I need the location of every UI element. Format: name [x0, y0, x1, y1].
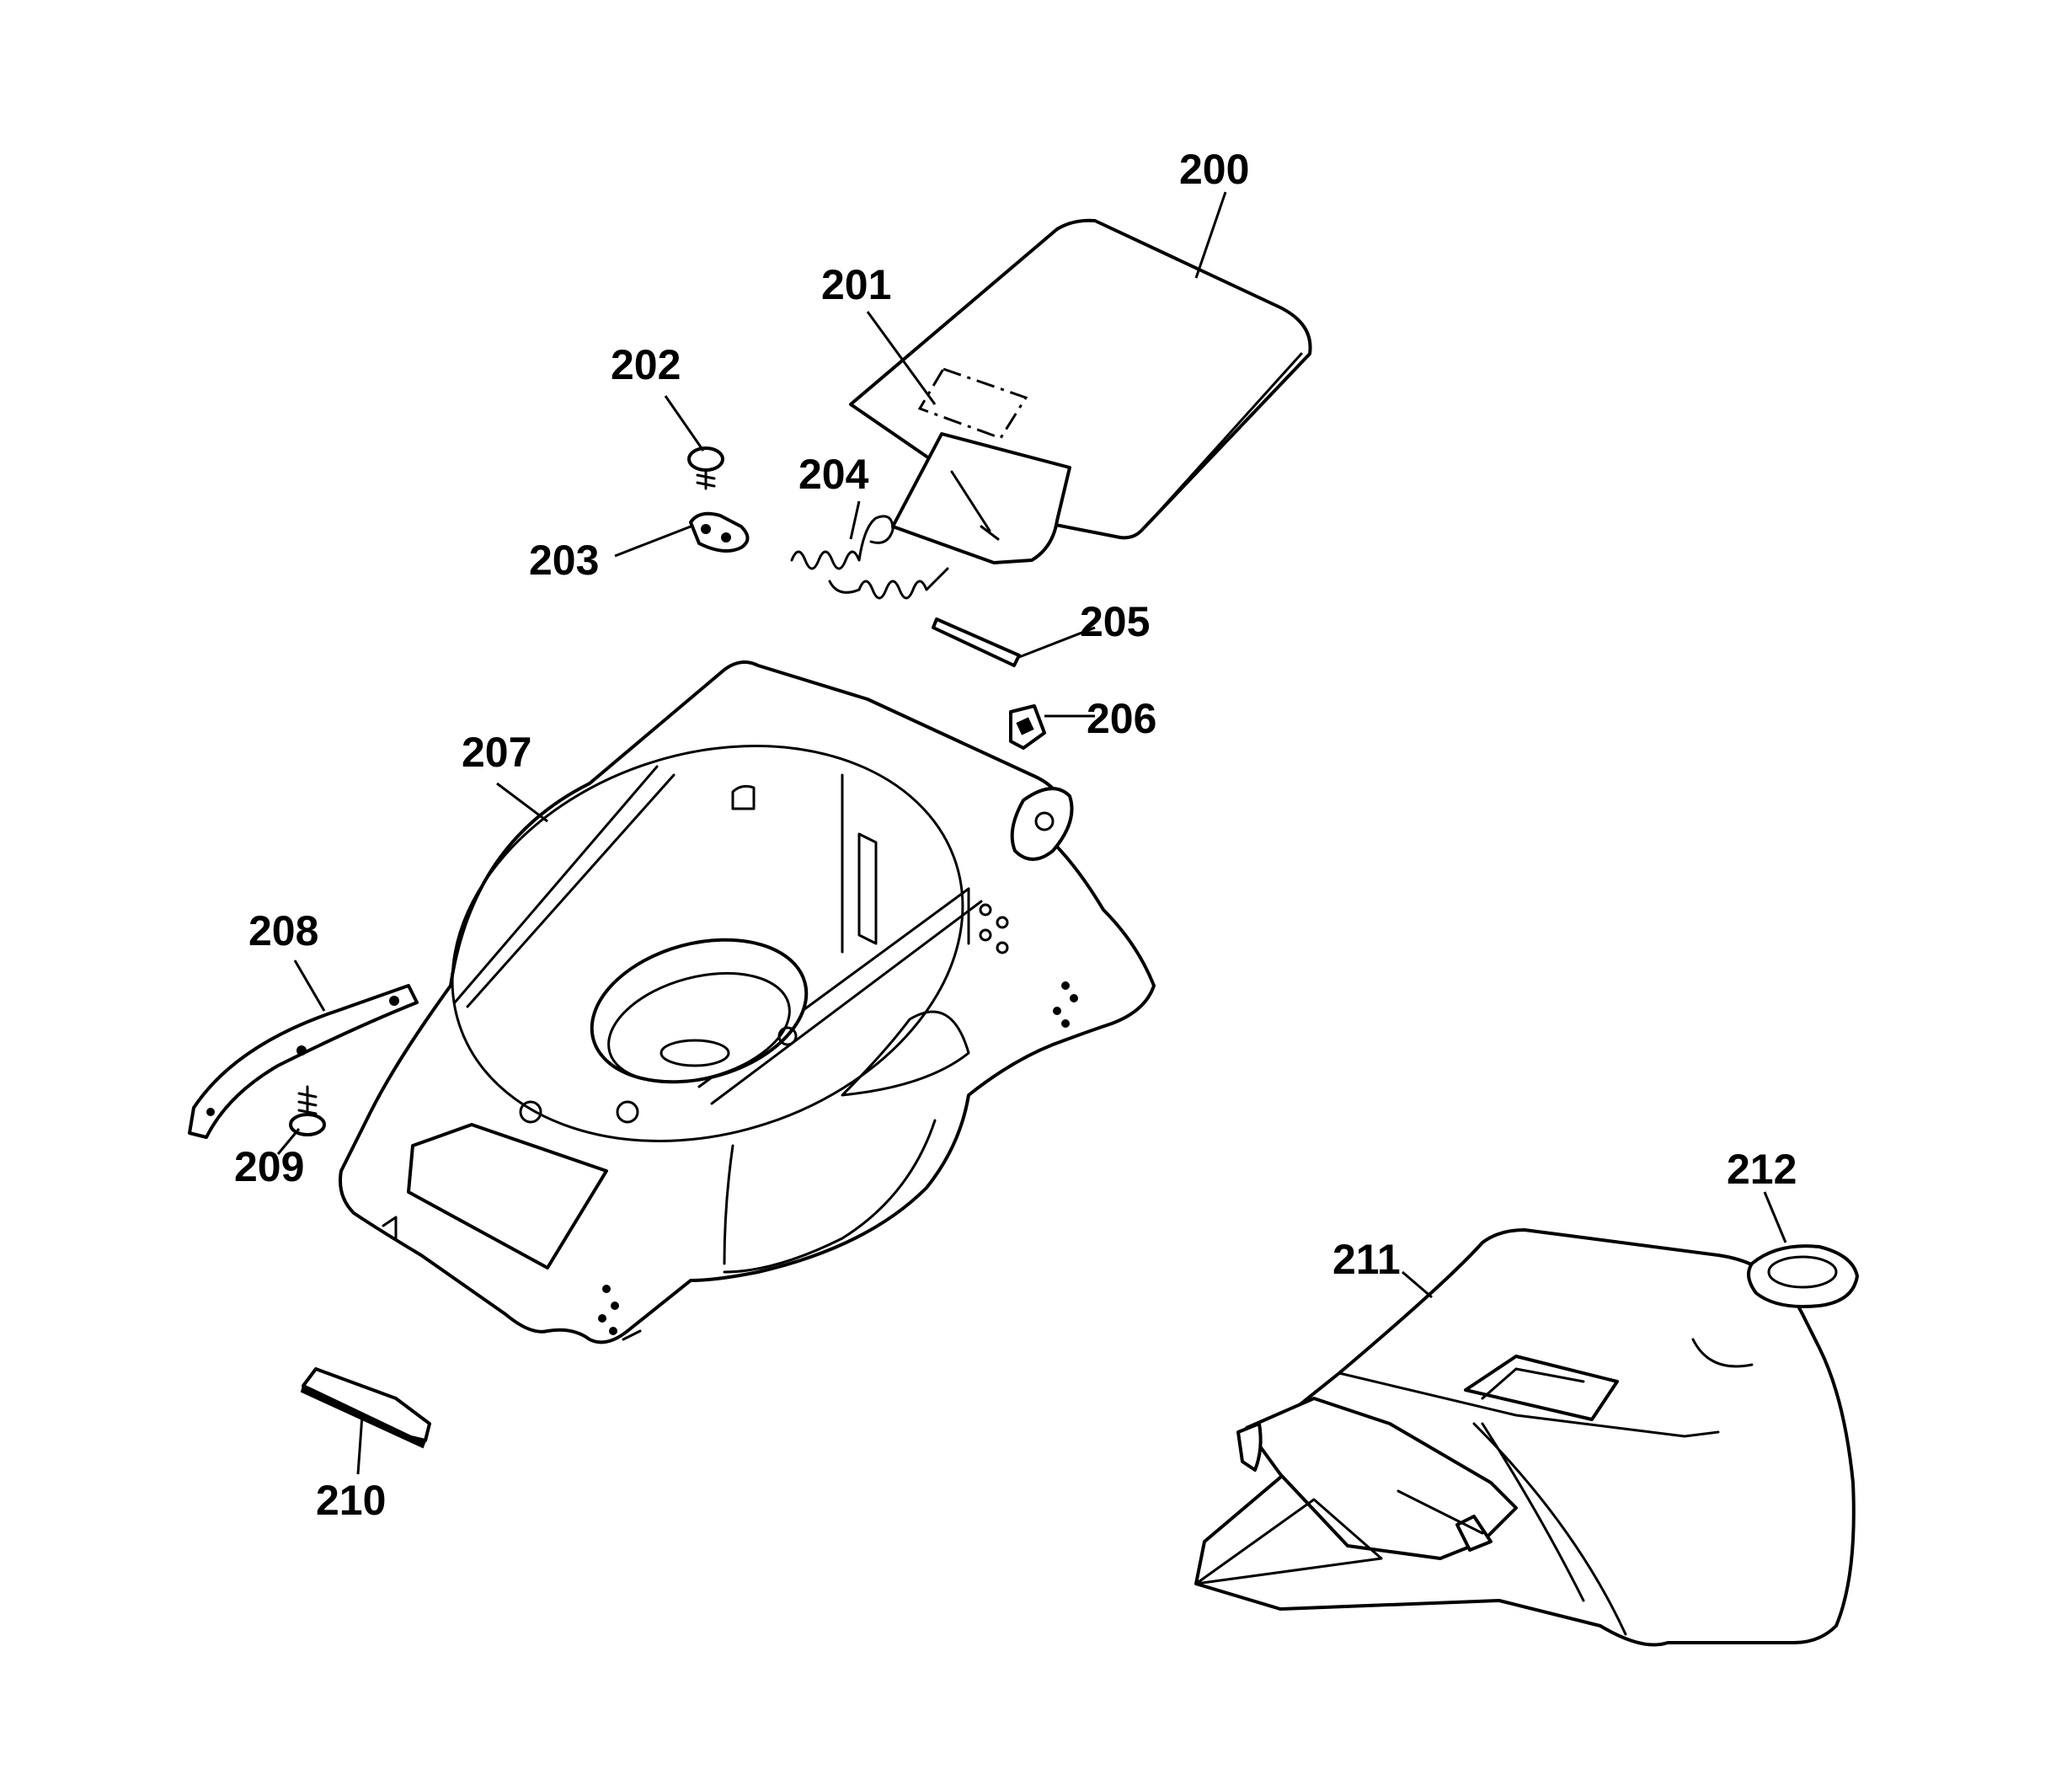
leader-204 — [849, 500, 861, 540]
callout-206: 206 — [1087, 695, 1156, 742]
part-212-ring — [1747, 1244, 1859, 1308]
callout-200: 200 — [1179, 146, 1249, 193]
leader-201 — [866, 311, 937, 405]
callout-202: 202 — [611, 341, 681, 388]
leader-212 — [1763, 1191, 1787, 1243]
leader-200 — [1194, 191, 1227, 279]
callout-210: 210 — [316, 1477, 386, 1524]
part-207-deck — [339, 660, 1156, 1344]
callout-204: 204 — [798, 451, 869, 498]
callout-211: 211 — [1332, 1236, 1401, 1283]
leader-211 — [1402, 1270, 1433, 1299]
callout-205: 205 — [1080, 598, 1150, 645]
callout-203: 203 — [529, 537, 599, 584]
callout-207: 207 — [462, 729, 531, 776]
callout-labels: 200 201 202 203 204 205 206 207 208 209 … — [234, 146, 1797, 1524]
leader-202 — [664, 395, 705, 452]
part-208-strip — [188, 984, 419, 1139]
callout-201: 201 — [821, 261, 891, 308]
callout-212: 212 — [1727, 1146, 1797, 1193]
part-210-blade — [300, 1367, 431, 1449]
part-209-knob — [289, 1085, 326, 1136]
leader-203 — [614, 525, 692, 558]
part-202-screw — [687, 446, 724, 490]
part-200-rear-flap — [849, 218, 1312, 564]
part-204-spring — [790, 515, 949, 600]
leader-207 — [496, 782, 548, 823]
part-206-clip — [1009, 704, 1046, 750]
leader-209 — [276, 1128, 301, 1155]
leader-205 — [1018, 626, 1096, 659]
callout-208: 208 — [248, 907, 318, 954]
leader-208 — [293, 959, 326, 1012]
callout-209: 209 — [234, 1143, 304, 1190]
part-203-plate — [689, 511, 750, 553]
part-205-rod — [932, 617, 1021, 667]
leader-lines — [276, 191, 1787, 1475]
part-211-grass-bag — [1194, 1228, 1856, 1647]
leader-210 — [356, 1414, 364, 1475]
